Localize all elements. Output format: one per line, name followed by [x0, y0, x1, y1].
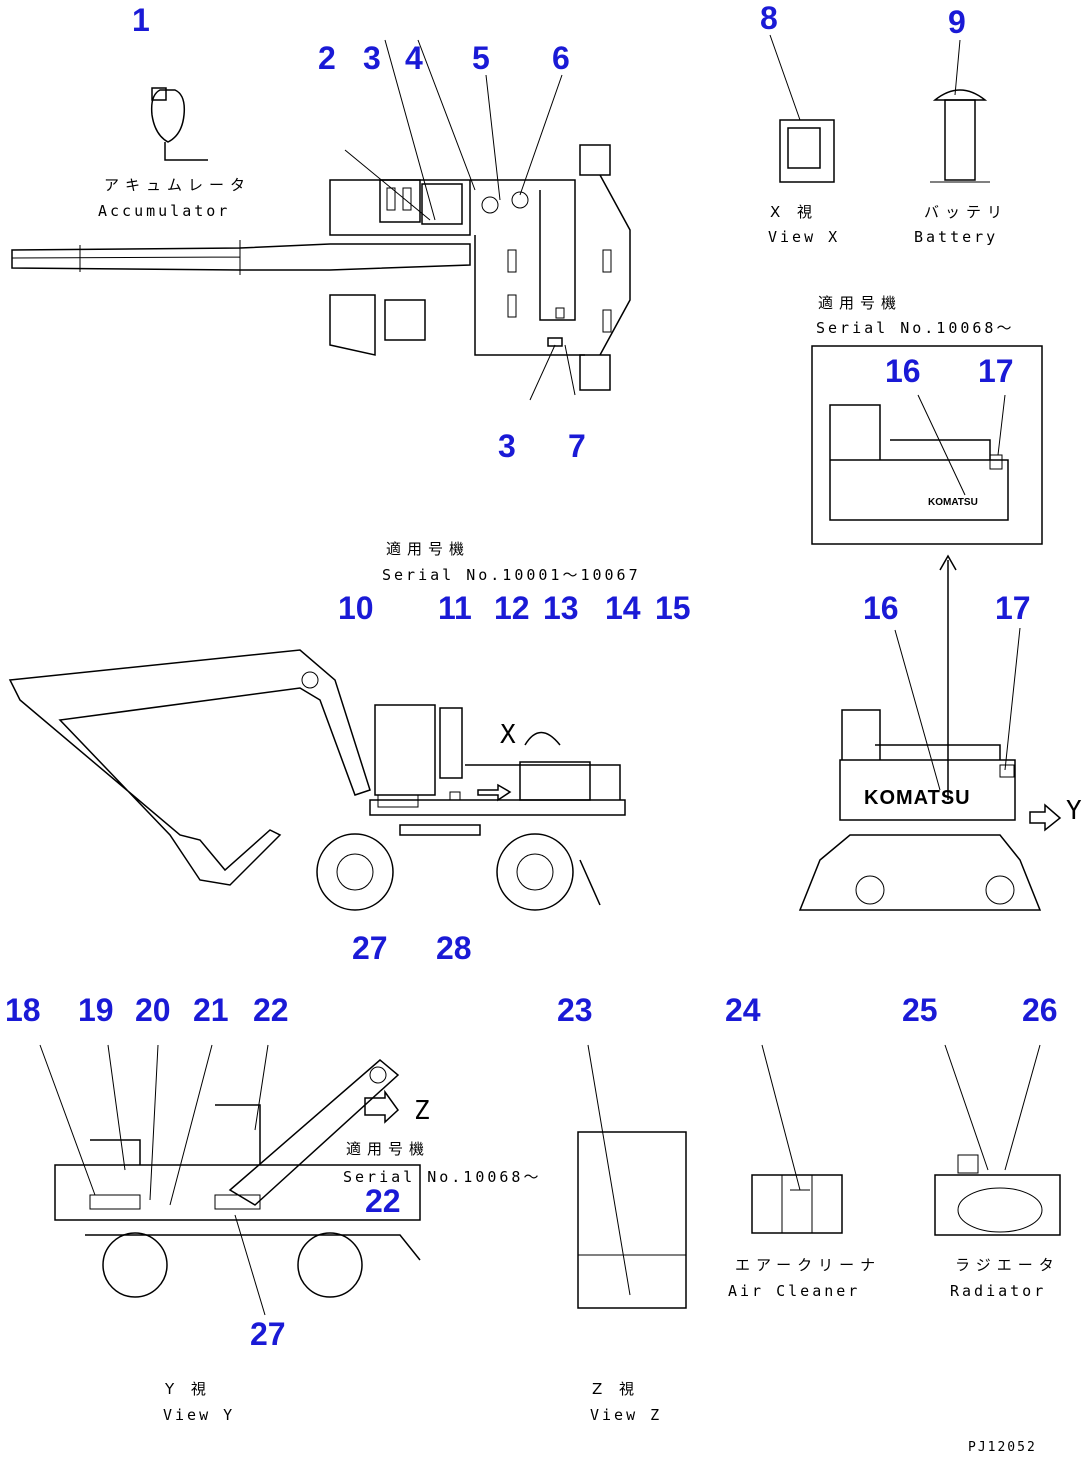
aircleaner-caption-en: Air Cleaner: [728, 1282, 861, 1300]
callout-16: 16: [863, 590, 899, 626]
view-z-arrow-label: Z: [414, 1096, 430, 1126]
callout-21: 21: [193, 992, 229, 1028]
callout-11: 11: [438, 590, 472, 626]
drawing-code: PJ12052: [968, 1440, 1037, 1455]
callout-23: 23: [557, 992, 593, 1028]
view-x-arrow-label: X: [500, 720, 516, 750]
battery-drawing: [930, 39, 990, 183]
callout-10: 10: [338, 590, 374, 626]
callout-22-lower: 22: [365, 1183, 401, 1219]
viewz-caption-jp: Z 視: [592, 1380, 641, 1398]
callout-15: 15: [655, 590, 691, 626]
callout-4: 4: [405, 40, 423, 76]
battery-caption-en: Battery: [914, 228, 999, 246]
callout-14: 14: [605, 590, 641, 626]
callout-27: 27: [352, 930, 388, 966]
callout-1: 1: [132, 2, 150, 38]
viewx-caption-en: View X: [768, 228, 841, 246]
accumulator-caption-jp: アキュムレータ: [104, 176, 252, 194]
callout-6: 6: [552, 40, 570, 76]
callout-2: 2: [318, 40, 336, 76]
serial-c-en: Serial No.10068～: [343, 1168, 542, 1186]
view-y-arrow-label: Y: [1066, 796, 1082, 826]
komatsu-decal: KOMATSU: [864, 787, 971, 809]
callout-24: 24: [725, 992, 761, 1028]
serial-b-jp: 適用号機: [386, 540, 471, 558]
callout-28: 28: [436, 930, 472, 966]
callout-22: 22: [253, 992, 289, 1028]
top-view-drawing: [11, 39, 631, 401]
viewz-caption-en: View Z: [590, 1406, 663, 1424]
callout-26: 26: [1022, 992, 1058, 1028]
aircleaner-caption-jp: エアークリーナ: [735, 1256, 882, 1274]
serial-b-en: Serial No.10001～10067: [382, 566, 641, 584]
viewy-caption-en: View Y: [163, 1406, 236, 1424]
callout-27-lower: 27: [250, 1316, 286, 1352]
callout-7: 7: [568, 428, 586, 464]
viewx-caption-jp: X 視: [770, 203, 819, 221]
view-y-drawing: [39, 1044, 421, 1316]
radiator-caption-en: Radiator: [950, 1282, 1047, 1300]
callout-5: 5: [472, 40, 490, 76]
callout-8: 8: [760, 0, 778, 36]
callout-12: 12: [494, 590, 530, 626]
serial-c-jp: 適用号機: [346, 1140, 431, 1158]
radiator-caption-jp: ラジエータ: [955, 1256, 1060, 1274]
accumulator-drawing: [150, 87, 208, 161]
serial-a-jp: 適用号機: [818, 294, 903, 312]
viewy-caption-jp: Y 視: [165, 1380, 212, 1398]
view-x-drawing: [769, 34, 835, 183]
side-view-drawing: [8, 649, 626, 911]
callout-25: 25: [902, 992, 938, 1028]
callout-9: 9: [948, 4, 966, 40]
callout-18: 18: [5, 992, 41, 1028]
callout-19: 19: [78, 992, 114, 1028]
accumulator-caption-en: Accumulator: [98, 202, 231, 220]
callout-20: 20: [135, 992, 171, 1028]
view-z-drawing: [577, 1044, 687, 1309]
serial-a-en: Serial No.10068～: [816, 319, 1015, 337]
serial-10068-inset: [811, 345, 1043, 800]
air-cleaner-drawing: [751, 1044, 843, 1234]
battery-caption-jp: バッテリ: [924, 203, 1009, 221]
radiator-drawing: [934, 1044, 1061, 1236]
callout-17: 17: [995, 590, 1031, 626]
callout-13: 13: [543, 590, 579, 626]
right-side-view-drawing: [798, 627, 1062, 911]
callout-3-lower: 3: [498, 428, 516, 464]
komatsu-decal-inset: KOMATSU: [928, 497, 978, 508]
callout-17-inset: 17: [978, 353, 1014, 389]
callout-3: 3: [363, 40, 381, 76]
callout-16-inset: 16: [885, 353, 921, 389]
